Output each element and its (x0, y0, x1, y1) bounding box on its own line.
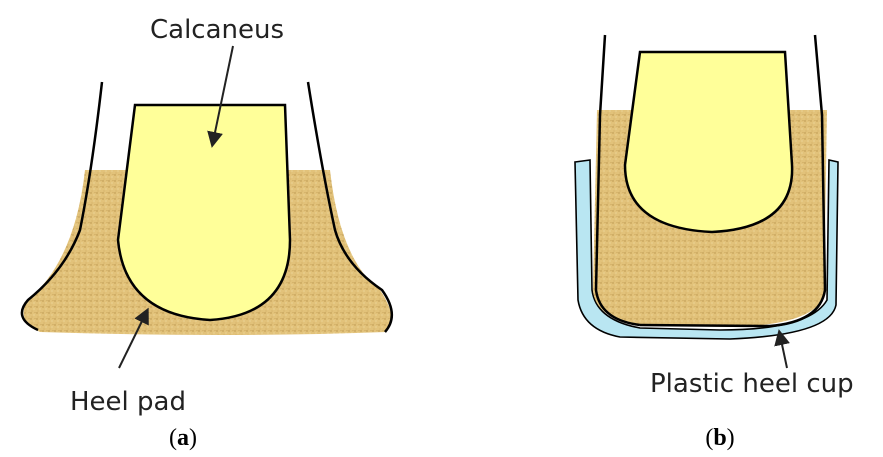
calcaneus-label: Calcaneus (150, 15, 284, 45)
calcaneus-bone-b (625, 52, 792, 232)
panel-a: Calcaneus Heel pad (a) (22, 15, 392, 451)
heel-pad-label: Heel pad (70, 387, 186, 417)
heel-cup-arrow (780, 335, 787, 368)
heel-cup-label: Plastic heel cup (650, 369, 854, 399)
panel-a-caption-letter: a (177, 425, 189, 451)
panel-b-caption-close: ) (727, 425, 735, 451)
panel-b: Plastic heel cup (b) (575, 35, 854, 451)
panel-a-caption-open: ( (169, 425, 177, 451)
panel-a-caption: (a) (169, 425, 197, 451)
panel-b-caption-letter: b (713, 425, 726, 451)
panel-b-caption: (b) (705, 425, 734, 451)
calcaneus-bone (118, 105, 290, 320)
panel-b-caption-open: ( (705, 425, 713, 451)
panel-a-caption-close: ) (189, 425, 197, 451)
